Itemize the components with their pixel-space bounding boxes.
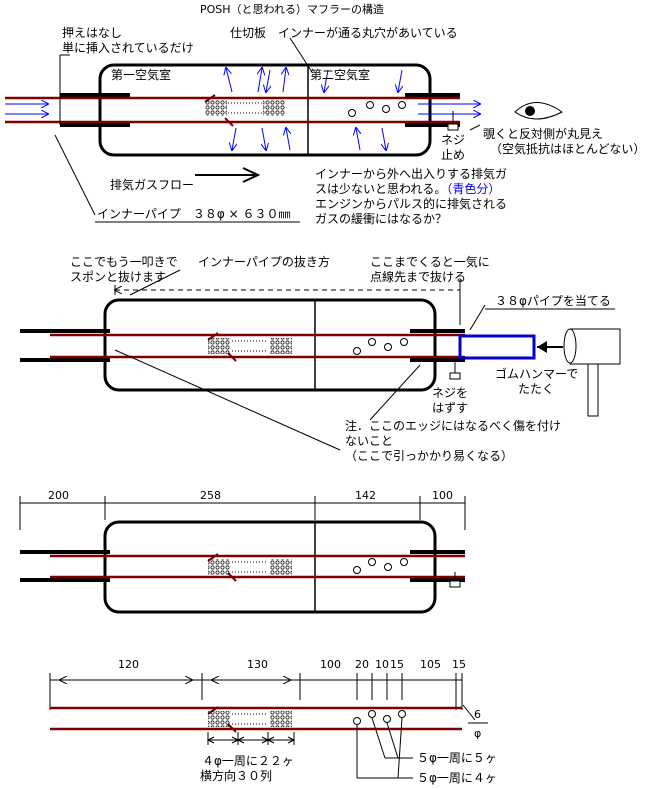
pipe-detail-diagram: 120 130 100 20 10 15 105 15 6 φ ４φ一周に２２ヶ…: [49, 658, 497, 785]
eye-icon: [514, 102, 563, 120]
screw-label-1: ネジ: [441, 133, 465, 147]
screw-icon: [447, 111, 459, 131]
dim-100: 100: [432, 489, 453, 502]
gas-flow-arrows: [226, 68, 402, 150]
rubber-hammer-icon: [563, 328, 621, 417]
flow-label: 排気ガスフロー: [110, 177, 194, 192]
pd-10: 10: [375, 658, 389, 671]
edge-note-1: 注．ここのエッジにはなるべく傷を付け: [345, 418, 561, 433]
screw-icon: [449, 361, 461, 380]
removal-left-1: ここでもう一叩きで: [70, 255, 178, 269]
dim-258: 258: [200, 489, 221, 502]
gas-note-1: インナーから外へ出入りする排気ガ: [315, 166, 507, 181]
chamber2-label: 第二空気室: [310, 67, 370, 82]
screw-remove-2: はずす: [432, 401, 468, 415]
structure-diagram: 押えはなし 単に挿入されているだけ 仕切板 インナーが通る丸穴があいている 第一…: [5, 25, 645, 226]
dimension-diagram: 200 258 142 100: [19, 489, 466, 614]
gas-note-4: ガスの緩衝にはなるか？: [315, 212, 447, 226]
small-holes-note-2: 横方向３０列: [200, 768, 272, 783]
pd-15: 15: [390, 658, 404, 671]
screw-label-2: 止め: [441, 148, 465, 162]
pd-20: 20: [355, 658, 369, 671]
peek-note-1: 覗くと反対側が丸見え: [483, 126, 603, 141]
pd-105: 105: [420, 658, 441, 671]
partition-note: 仕切板 インナーが通る丸穴があいている: [230, 25, 458, 40]
pipe-label: ３８φパイプを当てる: [495, 294, 611, 308]
dim-200: 200: [48, 489, 69, 502]
pd-15b: 15: [452, 658, 466, 671]
big-holes-4: ５φ一周に４ヶ: [417, 771, 497, 785]
note-just-inserted: 単に挿入されているだけ: [62, 41, 194, 55]
pd-100: 100: [320, 658, 341, 671]
removal-right-1: ここまでくると一気に: [370, 254, 490, 269]
removal-title: インナーパイプの抜き方: [198, 254, 330, 269]
pd-dia-sym: φ: [474, 727, 481, 740]
hammer-label-1: ゴムハンマーで: [495, 366, 578, 381]
page-title: POSH（と思われる）マフラーの構造: [200, 2, 384, 16]
gas-note-2: スは少ないと思われる。（青色分）: [315, 182, 500, 196]
dim-142: 142: [355, 489, 376, 502]
edge-note-2: ないこと: [345, 434, 393, 448]
pd-120: 120: [118, 658, 139, 671]
chamber1-label: 第一空気室: [111, 67, 171, 82]
small-holes-note-1: ４φ一周に２２ヶ: [202, 754, 294, 768]
hammer-label-2: たたく: [518, 382, 554, 396]
removal-left-2: スポンと抜けます: [70, 270, 166, 284]
pd-130: 130: [247, 658, 268, 671]
removal-right-2: 点線先まで抜ける: [370, 269, 466, 284]
muffler-body: [98, 63, 432, 157]
edge-note-3: （ここで引っかかり易くなる）: [345, 449, 513, 463]
peek-note-2: （空気抵抗はほとんどない）: [490, 141, 645, 156]
removal-diagram: ここでもう一叩きで スポンと抜けます インナーパイプの抜き方 ここまでくると一気…: [20, 254, 621, 463]
inner-pipe-label: インナーパイプ ３８φ × ６３０㎜: [97, 207, 290, 221]
big-holes-5: ５φ一周に５ヶ: [417, 751, 497, 765]
note-no-retainer: 押えはなし: [62, 26, 122, 40]
driver-pipe: [458, 334, 536, 360]
pd-dia-num: 6: [474, 708, 481, 721]
screw-remove-1: ネジを: [432, 386, 468, 400]
gas-note-3: エンジンからパルス的に排気される: [315, 196, 507, 211]
